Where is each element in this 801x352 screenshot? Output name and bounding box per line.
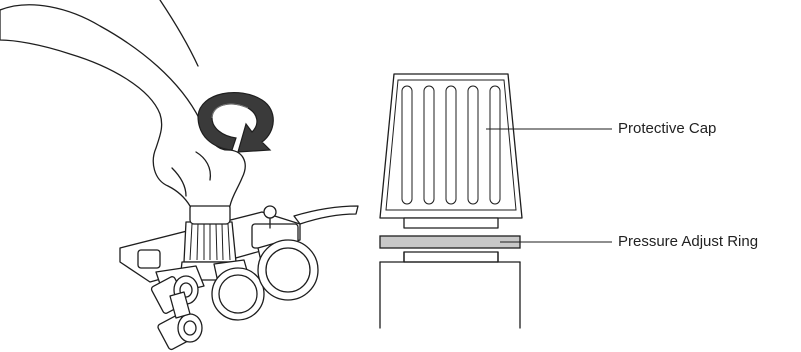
- regulator-base: [380, 252, 520, 328]
- pressure-adjust-ring: [380, 236, 520, 248]
- hand-arm-edge: [160, 0, 198, 66]
- protective-cap-label: Protective Cap: [618, 120, 716, 138]
- cap-exploded-view: [380, 74, 612, 328]
- protective-cap: [380, 74, 522, 228]
- pressure-gauge-icon-2: [258, 240, 318, 300]
- pressure-gauge-icon: [212, 260, 264, 320]
- plate-boss: [138, 250, 160, 268]
- outlet-fitting-icon: [150, 266, 204, 350]
- regulator-assembly: [0, 0, 358, 350]
- pressure-adjust-ring-label: Pressure Adjust Ring: [618, 233, 758, 251]
- air-hose-icon: [294, 206, 358, 224]
